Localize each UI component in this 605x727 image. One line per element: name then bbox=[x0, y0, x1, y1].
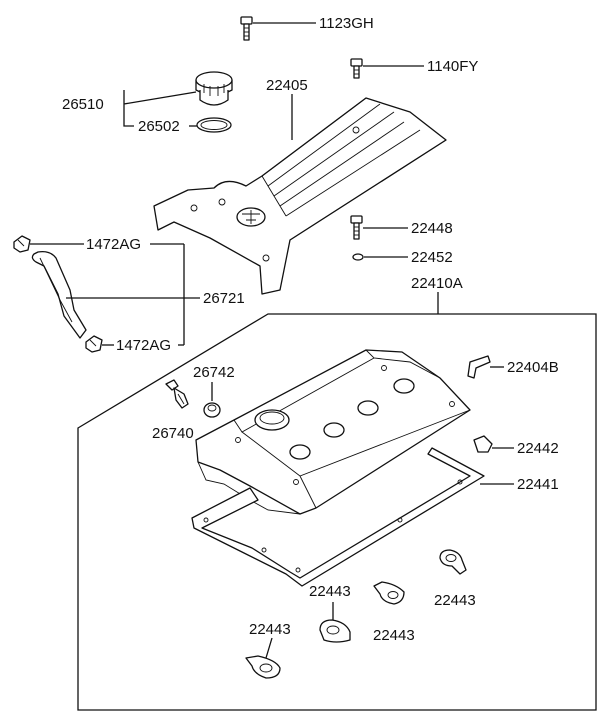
label-1140FY: 1140FY bbox=[427, 58, 478, 75]
leader-26510 bbox=[123, 90, 197, 127]
bolt-1140FY-part bbox=[350, 58, 363, 79]
breather-hose-part bbox=[31, 250, 87, 339]
label-1123GH: 1123GH bbox=[319, 15, 374, 32]
label-22405: 22405 bbox=[266, 77, 308, 94]
label-1472AG-bottom: 1472AG bbox=[116, 337, 171, 354]
rocker-cover-part bbox=[195, 349, 471, 515]
grommet-part bbox=[203, 402, 221, 418]
seal-ring-a-part bbox=[439, 549, 467, 575]
seal-ring-d-part bbox=[245, 655, 281, 679]
label-22443-c: 22443 bbox=[309, 583, 351, 600]
clamp-top-part bbox=[13, 235, 31, 253]
pcv-valve-part bbox=[165, 379, 189, 409]
bolt-22448-part bbox=[350, 215, 363, 240]
label-22448: 22448 bbox=[411, 220, 453, 237]
label-22443-a: 22443 bbox=[434, 592, 476, 609]
label-22442: 22442 bbox=[517, 440, 559, 457]
label-22443-b: 22443 bbox=[373, 627, 415, 644]
washer-22452-part bbox=[352, 253, 364, 261]
engine-cover-part bbox=[153, 97, 447, 295]
label-26740: 26740 bbox=[152, 425, 194, 442]
leader-26721 bbox=[66, 244, 200, 345]
label-22443-d: 22443 bbox=[249, 621, 291, 638]
label-26742: 26742 bbox=[193, 364, 235, 381]
label-22410A: 22410A bbox=[411, 275, 463, 292]
seal-ring-b-part bbox=[373, 581, 405, 605]
label-26721: 26721 bbox=[203, 290, 245, 307]
label-22452: 22452 bbox=[411, 249, 453, 266]
clamp-bottom-part bbox=[85, 335, 103, 353]
pin-22404B-part bbox=[467, 355, 491, 379]
bolt-1123GH-part bbox=[240, 16, 253, 41]
label-1472AG-top: 1472AG bbox=[86, 236, 141, 253]
plug-22442-part bbox=[473, 435, 493, 453]
label-26510: 26510 bbox=[62, 96, 104, 113]
gasket-part bbox=[191, 447, 485, 587]
label-22404B: 22404B bbox=[507, 359, 559, 376]
seal-ring-c-part bbox=[319, 619, 351, 643]
oil-filler-cap-part bbox=[195, 71, 233, 106]
label-26502: 26502 bbox=[138, 118, 180, 135]
label-22441: 22441 bbox=[517, 476, 559, 493]
assembly-frame bbox=[77, 313, 597, 711]
